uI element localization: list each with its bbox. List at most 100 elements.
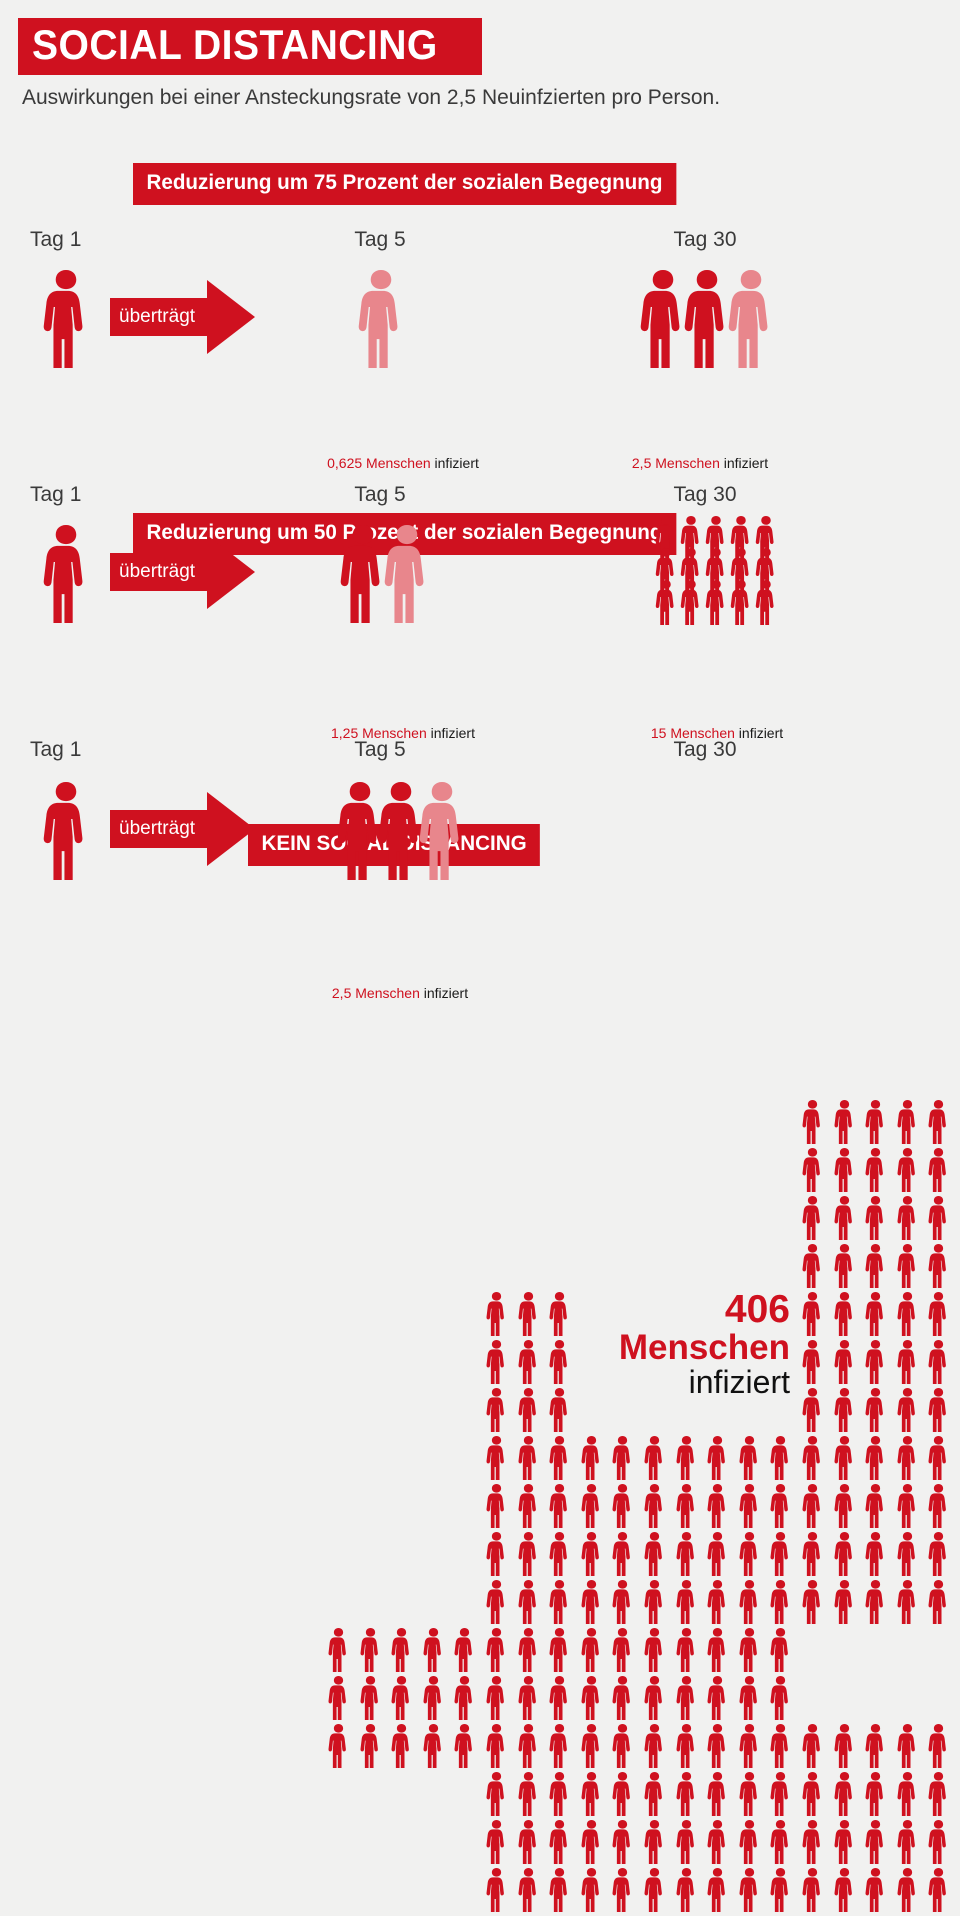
person-icon-crowd-124 bbox=[451, 1676, 478, 1720]
person-icon-crowd-134 bbox=[767, 1676, 794, 1720]
person-icon-s2-day30-14 bbox=[730, 580, 752, 625]
person-icon-crowd-99 bbox=[767, 1580, 794, 1624]
person-icon-crowd-144 bbox=[609, 1724, 636, 1768]
person-icon-crowd-2 bbox=[831, 1100, 858, 1144]
person-icon-crowd-56 bbox=[831, 1436, 858, 1480]
person-icon-crowd-170 bbox=[483, 1820, 510, 1864]
person-icon-crowd-198 bbox=[894, 1868, 921, 1912]
person-icon-crowd-122 bbox=[388, 1676, 415, 1720]
person-icon-crowd-155 bbox=[483, 1772, 510, 1816]
person-icon-crowd-126 bbox=[515, 1676, 542, 1720]
person-icon-crowd-10 bbox=[925, 1148, 952, 1192]
person-icon-crowd-184 bbox=[925, 1820, 952, 1864]
person-icon-crowd-24 bbox=[799, 1292, 826, 1336]
person-icon-crowd-113 bbox=[578, 1628, 605, 1672]
person-icon-crowd-36 bbox=[925, 1340, 952, 1384]
person-icon-crowd-154 bbox=[925, 1724, 952, 1768]
person-icon-crowd-167 bbox=[862, 1772, 889, 1816]
person-icon-s2-day30-9 bbox=[730, 548, 752, 593]
person-icon-s3-day1 bbox=[42, 782, 90, 880]
person-icon-crowd-47 bbox=[546, 1436, 573, 1480]
arrow-head-icon bbox=[207, 280, 255, 354]
caption-suffix: infiziert bbox=[738, 725, 784, 741]
day-label-s2-day5: Tag 5 bbox=[354, 483, 406, 506]
caption-s2-day30: 15 Menschen infiziert bbox=[651, 725, 783, 741]
person-icon-crowd-112 bbox=[546, 1628, 573, 1672]
title-banner: SOCIAL DISTANCING bbox=[18, 18, 483, 75]
person-icon-crowd-31 bbox=[546, 1340, 573, 1384]
person-icon-crowd-71 bbox=[831, 1484, 858, 1528]
person-icon-crowd-148 bbox=[736, 1724, 763, 1768]
person-icon-crowd-128 bbox=[578, 1676, 605, 1720]
person-icon-crowd-115 bbox=[641, 1628, 668, 1672]
person-icon-s2-day30-5 bbox=[755, 516, 777, 561]
person-icon-crowd-27 bbox=[894, 1292, 921, 1336]
person-icon-crowd-105 bbox=[325, 1628, 352, 1672]
person-icon-crowd-54 bbox=[767, 1436, 794, 1480]
callout-unit: Menschen bbox=[618, 1328, 790, 1367]
caption-unit: Menschen bbox=[655, 455, 720, 471]
person-icon-crowd-87 bbox=[862, 1532, 889, 1576]
person-icon-crowd-194 bbox=[767, 1868, 794, 1912]
person-icon-crowd-1 bbox=[799, 1100, 826, 1144]
callout-406: 406 Menschen infiziert bbox=[600, 1290, 790, 1398]
person-icon-crowd-75 bbox=[483, 1532, 510, 1576]
person-icon-crowd-18 bbox=[862, 1244, 889, 1288]
person-icon-crowd-152 bbox=[862, 1724, 889, 1768]
day-label-s3-day5: Tag 5 bbox=[354, 738, 406, 761]
person-icon-crowd-142 bbox=[546, 1724, 573, 1768]
person-icon-crowd-123 bbox=[420, 1676, 447, 1720]
caption-s1-day30: 2,5 Menschen infiziert bbox=[632, 455, 768, 471]
person-icon-crowd-96 bbox=[673, 1580, 700, 1624]
person-icon-crowd-199 bbox=[925, 1868, 952, 1912]
arrow-s2: überträgt bbox=[110, 535, 255, 609]
person-icon-crowd-187 bbox=[546, 1868, 573, 1912]
person-icon-crowd-37 bbox=[483, 1388, 510, 1432]
person-icon-crowd-57 bbox=[862, 1436, 889, 1480]
person-icon-crowd-120 bbox=[325, 1676, 352, 1720]
person-icon-crowd-191 bbox=[673, 1868, 700, 1912]
person-icon-crowd-23 bbox=[546, 1292, 573, 1336]
person-icon-crowd-116 bbox=[673, 1628, 700, 1672]
person-icon-crowd-168 bbox=[894, 1772, 921, 1816]
person-icon-crowd-153 bbox=[894, 1724, 921, 1768]
person-icon-crowd-5 bbox=[925, 1100, 952, 1144]
person-icon-crowd-147 bbox=[704, 1724, 731, 1768]
person-icon-crowd-156 bbox=[515, 1772, 542, 1816]
caption-suffix: infiziert bbox=[423, 985, 469, 1001]
person-icon-crowd-117 bbox=[704, 1628, 731, 1672]
person-icon-crowd-197 bbox=[862, 1868, 889, 1912]
person-icon-crowd-108 bbox=[420, 1628, 447, 1672]
person-icon-crowd-53 bbox=[736, 1436, 763, 1480]
callout-suffix: infiziert bbox=[688, 1364, 790, 1400]
person-icon-crowd-83 bbox=[736, 1532, 763, 1576]
day-label-s1-day1: Tag 1 bbox=[30, 228, 82, 251]
section-banner-reduction-75: Reduzierung um 75 Prozent der sozialen B… bbox=[133, 163, 676, 205]
person-icon-s1-day1 bbox=[42, 270, 90, 368]
person-icon-crowd-97 bbox=[704, 1580, 731, 1624]
person-icon-crowd-29 bbox=[483, 1340, 510, 1384]
person-icon-crowd-133 bbox=[736, 1676, 763, 1720]
person-icon-crowd-66 bbox=[673, 1484, 700, 1528]
day-label-s3-day1: Tag 1 bbox=[30, 738, 82, 761]
person-icon-crowd-90 bbox=[483, 1580, 510, 1624]
person-icon-crowd-103 bbox=[894, 1580, 921, 1624]
person-icon-crowd-50 bbox=[641, 1436, 668, 1480]
person-icon-crowd-160 bbox=[641, 1772, 668, 1816]
person-icon-s2-day30-6 bbox=[655, 548, 677, 593]
person-icon-crowd-21 bbox=[483, 1292, 510, 1336]
person-icon-crowd-173 bbox=[578, 1820, 605, 1864]
person-icon-crowd-136 bbox=[357, 1724, 384, 1768]
person-icon-crowd-114 bbox=[609, 1628, 636, 1672]
person-icon-crowd-158 bbox=[578, 1772, 605, 1816]
person-icon-crowd-104 bbox=[925, 1580, 952, 1624]
person-icon-crowd-125 bbox=[483, 1676, 510, 1720]
person-icon-s2-day30-11 bbox=[655, 580, 677, 625]
person-icon-crowd-33 bbox=[831, 1340, 858, 1384]
person-icon-s2-day30-2 bbox=[680, 516, 702, 561]
person-icon-crowd-149 bbox=[767, 1724, 794, 1768]
person-icon-s2-day30-15 bbox=[755, 580, 777, 625]
person-icon-crowd-59 bbox=[925, 1436, 952, 1480]
person-icon-s2-day30-10 bbox=[755, 548, 777, 593]
